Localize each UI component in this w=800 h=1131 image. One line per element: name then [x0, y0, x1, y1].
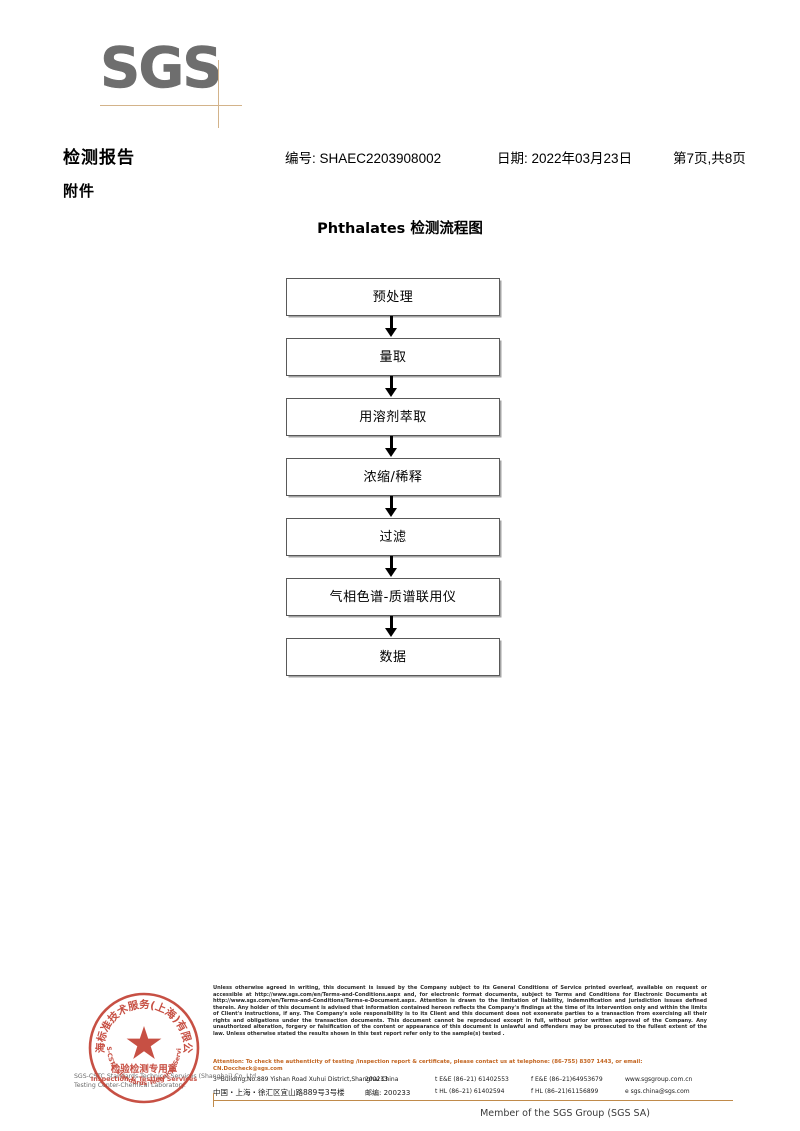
flowchart: 预处理 量取 用溶剂萃取 浓缩/稀释 过滤 气相色谱-质谱联 [286, 278, 502, 676]
fax-cn: f HL (86–21)61156899 [531, 1088, 599, 1095]
flow-box-label: 量取 [379, 350, 407, 365]
logo-horizontal-rule [100, 105, 242, 106]
flow-arrow-down-icon [286, 376, 502, 398]
svg-text:Inspection & Testing Services: Inspection & Testing Services [91, 1075, 197, 1083]
flow-step: 用溶剂萃取 [286, 398, 502, 436]
flow-box-label: 用溶剂萃取 [359, 410, 427, 425]
flow-box-filtration: 过滤 [286, 518, 500, 556]
flow-box-solvent-extraction: 用溶剂萃取 [286, 398, 500, 436]
tel-en: t E&E (86–21) 61402553 [435, 1076, 509, 1083]
flow-step: 过滤 [286, 518, 502, 556]
flow-arrow-down-icon [286, 496, 502, 518]
page-title: 检测报告 [63, 148, 135, 168]
flow-step: 数据 [286, 638, 502, 676]
flow-step: 量取 [286, 338, 502, 376]
footer-rule [213, 1100, 733, 1102]
address-block: 3ʳᵈBuilding,No.889 Yishan Road Xuhui Dis… [213, 1076, 723, 1102]
flow-arrow-down-icon [286, 436, 502, 458]
flow-arrow-down-icon [286, 556, 502, 578]
document-footer: Unless otherwise agreed in writing, this… [0, 980, 800, 1131]
tel-cn: t HL (86–21) 61402594 [435, 1088, 505, 1095]
flowchart-title: Phthalates 检测流程图 [317, 221, 483, 237]
flow-step: 浓缩/稀释 [286, 458, 502, 496]
company-name-line1: SGS-CSTC Standards Technical Services (S… [74, 1073, 259, 1080]
flow-box-label: 浓缩/稀释 [363, 470, 423, 485]
flow-box-concentrate-dilute: 浓缩/稀释 [286, 458, 500, 496]
legal-disclaimer-text: Unless otherwise agreed in writing, this… [213, 985, 707, 1037]
flow-arrow-down-icon [286, 616, 502, 638]
flow-arrow-down-icon [286, 316, 502, 338]
flow-box-pretreatment: 预处理 [286, 278, 500, 316]
zip-en: 200233 [365, 1076, 388, 1083]
flow-box-gcms: 气相色谱-质谱联用仪 [286, 578, 500, 616]
report-date: 日期: 2022年03月23日 [497, 151, 633, 166]
flow-box-measure: 量取 [286, 338, 500, 376]
sgs-wordmark: SGS [100, 36, 223, 101]
attention-notice: Attention: To check the authenticity of … [213, 1059, 643, 1072]
report-header: 检测报告 编号: SHAEC2203908002 日期: 2022年03月23日… [63, 143, 753, 168]
fax-en: f E&E (86–21)64953679 [531, 1076, 603, 1083]
flow-box-data: 数据 [286, 638, 500, 676]
email-link[interactable]: e sgs.china@sgs.com [625, 1088, 690, 1095]
attachment-label: 附件 [63, 182, 96, 200]
website-link[interactable]: www.sgsgroup.com.cn [625, 1076, 693, 1083]
address-en: 3ʳᵈBuilding,No.889 Yishan Road Xuhui Dis… [213, 1076, 399, 1083]
address-row-en: 3ʳᵈBuilding,No.889 Yishan Road Xuhui Dis… [213, 1076, 723, 1088]
company-name-line2: Testing Center-Chemical Laboratory. [74, 1082, 186, 1089]
flow-box-label: 气相色谱-质谱联用仪 [329, 590, 457, 605]
official-red-stamp: 上海标准技术服务(上海)有限公司 SGS-CSTC Standards Tech… [86, 990, 202, 1106]
logo-vertical-rule [218, 60, 219, 128]
flow-box-label: 数据 [379, 650, 407, 665]
flow-box-label: 过滤 [379, 530, 407, 545]
address-row-cn: 中国・上海・徐汇区宜山路889号3号楼 邮编: 200233 t HL (86–… [213, 1088, 723, 1100]
report-number: 编号: SHAEC2203908002 [285, 151, 442, 166]
member-of-group-line: Member of the SGS Group (SGS SA) [480, 1108, 650, 1119]
zip-cn: 邮编: 200233 [365, 1089, 411, 1097]
page-indicator: 第7页,共8页 [673, 151, 746, 166]
flow-step: 气相色谱-质谱联用仪 [286, 578, 502, 616]
flow-box-label: 预处理 [372, 290, 414, 305]
address-cn: 中国・上海・徐汇区宜山路889号3号楼 [213, 1088, 345, 1097]
company-name-grey: SGS-CSTC Standards Technical Services (S… [74, 1072, 264, 1090]
flow-step: 预处理 [286, 278, 502, 316]
sgs-logo: SGS [100, 36, 260, 128]
svg-text:检验检测专用章: 检验检测专用章 [111, 1063, 178, 1075]
